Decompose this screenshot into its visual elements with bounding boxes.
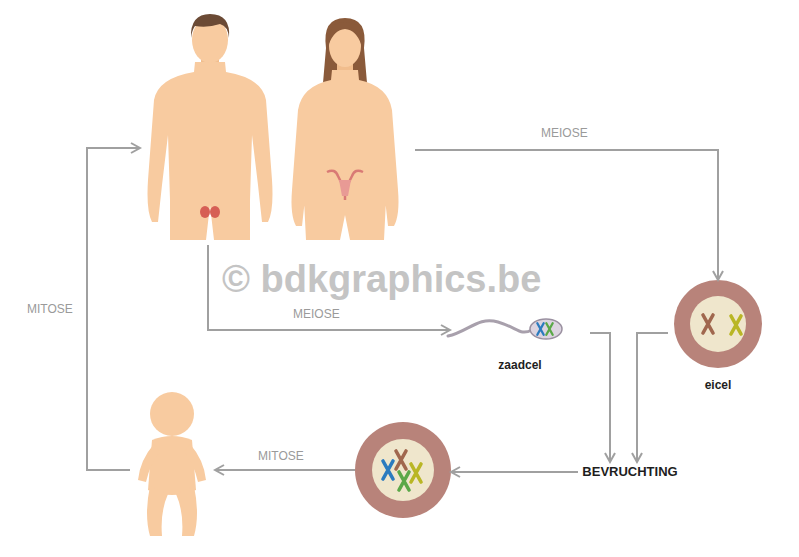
zygote-node [355, 422, 451, 518]
egg-node: eicel [668, 280, 768, 392]
woman-figure [292, 18, 399, 240]
process-arrow [590, 333, 610, 462]
edge-label: MITOSE [255, 449, 307, 463]
node-label: zaadcel [498, 358, 541, 372]
sperm-cell [448, 319, 562, 339]
process-arrow [87, 148, 140, 470]
baby-node [130, 388, 215, 540]
parents-node [140, 10, 415, 245]
edge-label: MEIOSE [290, 307, 343, 321]
fertilization-node: BEVRUCHTING [578, 462, 682, 482]
edge-label: MEIOSE [538, 126, 591, 140]
process-arrow [451, 471, 578, 473]
process-arrow [215, 469, 355, 471]
process-arrow [637, 333, 668, 462]
node-label: eicel [705, 378, 732, 392]
sperm-node: zaadcel [450, 312, 590, 372]
baby-figure [138, 392, 206, 536]
zygote-cell [355, 422, 451, 518]
watermark: © bdkgraphics.be [222, 258, 541, 301]
edge-label: MITOSE [24, 302, 76, 316]
man-figure [148, 14, 273, 240]
egg-cell [674, 280, 762, 368]
node-label: BEVRUCHTING [582, 464, 677, 480]
